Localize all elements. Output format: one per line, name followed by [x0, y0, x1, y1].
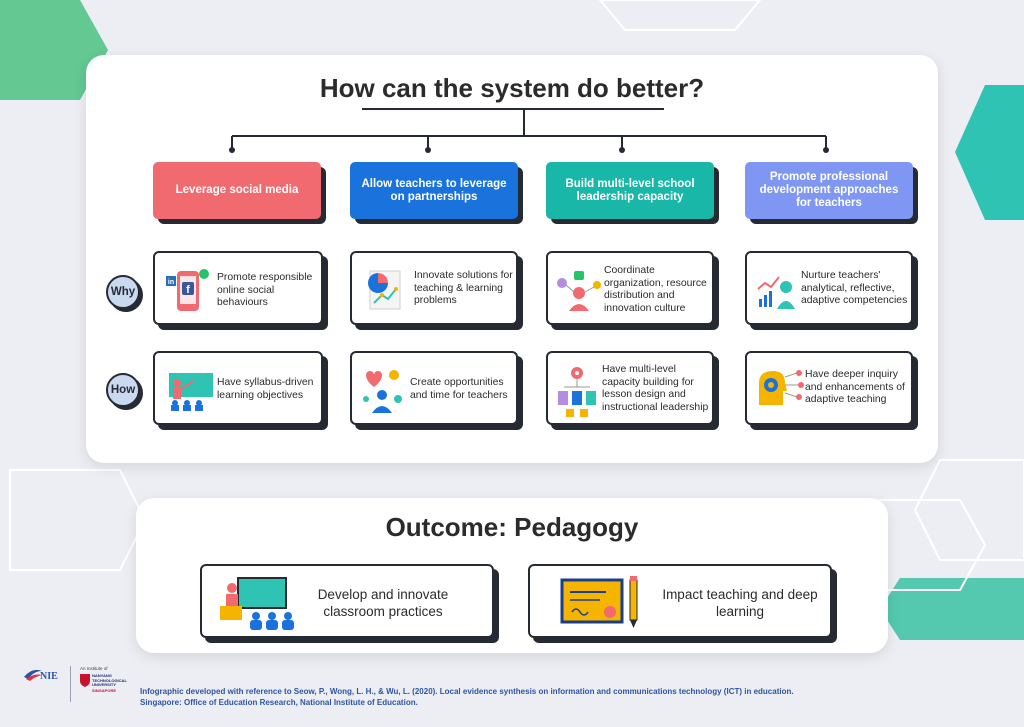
how-label: How: [106, 373, 140, 407]
header-partnerships: Allow teachers to leverage on partnershi…: [350, 162, 523, 224]
why-text-partnerships: Innovate solutions for teaching & learni…: [414, 270, 513, 307]
how-card-partnerships: Create opportunities and time for teache…: [350, 351, 523, 430]
ntu-logo: NANYANG TECHNOLOGICAL UNIVERSITY SINGAPO…: [80, 673, 136, 694]
gear-head-icon: [759, 370, 804, 405]
outcome-card-classroom: Develop and innovate classroom practices: [200, 564, 499, 643]
institute-label: An Institute of: [80, 666, 108, 671]
header-leverage-social-media: Leverage social media: [153, 162, 326, 224]
header-leadership-capacity: Build multi-level school leadership capa…: [546, 162, 719, 224]
outcome-card-deep-learning: Impact teaching and deep learning: [528, 564, 837, 643]
how-text-professional: Have deeper inquiry and enhancements of …: [805, 369, 905, 406]
phone-social-icon: f in: [166, 269, 209, 311]
ideas-person-icon: [363, 370, 402, 413]
why-card-partnerships: Innovate solutions for teaching & learni…: [350, 251, 523, 330]
logo-divider: [70, 666, 71, 702]
why-card-leadership: Coordinate organization, resource distri…: [546, 251, 719, 330]
svg-text:in: in: [168, 279, 174, 286]
how-card-leadership: Have multi-level capacity building for l…: [546, 351, 719, 430]
why-text-leadership: Coordinate organization, resource distri…: [604, 265, 707, 314]
footer-citation: Infographic developed with reference to …: [140, 686, 794, 708]
outcome-text-classroom: Develop and innovate classroom practices: [317, 587, 449, 619]
how-card-professional: Have deeper inquiry and enhancements of …: [745, 351, 918, 430]
how-text-social: Have syllabus-driven learning objectives: [217, 377, 314, 401]
nie-logo: NIE: [22, 667, 66, 701]
how-text-partnerships: Create opportunities and time for teache…: [410, 377, 508, 401]
why-card-professional: Nurture teachers' analytical, reflective…: [745, 251, 918, 330]
ntu-crest-icon: [80, 674, 90, 687]
chart-document-icon: [368, 270, 401, 310]
growth-person-icon: [757, 276, 795, 309]
how-card-social: Have syllabus-driven learning objectives: [153, 351, 328, 430]
outcome-text-deep-learning: Impact teaching and deep learning: [662, 587, 818, 619]
why-label: Why: [106, 275, 140, 309]
svg-text:f: f: [186, 284, 190, 296]
multi-level-icon: [558, 367, 596, 417]
certificate-pencil-icon: [560, 576, 638, 628]
classroom-icon: [220, 577, 294, 630]
footer-line-1: Infographic developed with reference to …: [140, 687, 794, 696]
why-text-social: Promote responsible online social behavi…: [217, 272, 313, 309]
why-card-social: f in Promote responsible online social b…: [153, 251, 328, 330]
why-text-professional: Nurture teachers' analytical, reflective…: [801, 270, 908, 307]
nie-emblem-icon: [24, 669, 42, 681]
header-professional-development: Promote professional development approac…: [745, 162, 918, 224]
outcome-title: Outcome: Pedagogy: [385, 512, 639, 542]
main-title: How can the system do better?: [319, 73, 705, 103]
how-text-leadership: Have multi-level capacity building for l…: [602, 364, 709, 413]
footer-line-2: Singapore: Office of Education Research,…: [140, 698, 418, 707]
leader-network-icon: [557, 271, 601, 311]
teacher-class-icon: [169, 373, 213, 411]
